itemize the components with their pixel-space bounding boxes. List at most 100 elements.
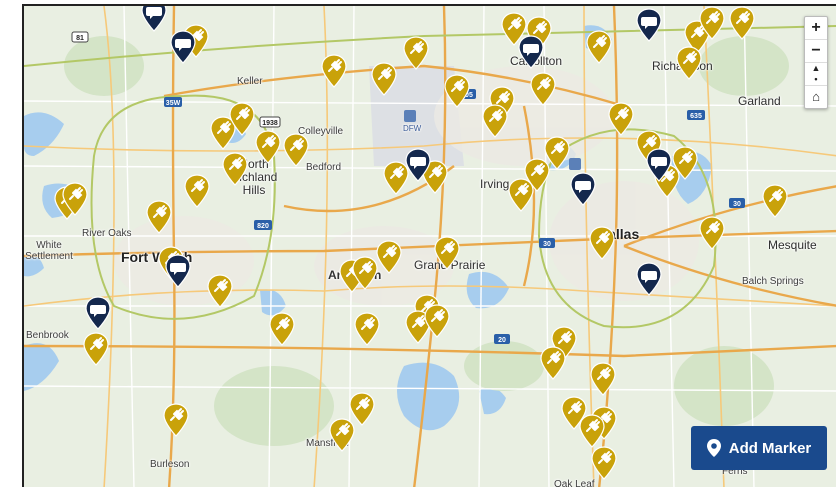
charger-marker[interactable] <box>210 116 236 150</box>
comment-marker[interactable] <box>646 148 672 182</box>
charger-marker[interactable] <box>699 6 725 40</box>
comment-marker[interactable] <box>170 30 196 64</box>
ev-plug-icon <box>434 236 460 270</box>
airport-icon <box>404 110 416 122</box>
ev-plug-icon <box>229 102 255 136</box>
city-garland: Garland <box>738 94 781 108</box>
ev-plug-icon <box>444 74 470 108</box>
lake <box>466 271 509 309</box>
ev-plug-icon <box>349 392 375 426</box>
charger-marker[interactable] <box>762 184 788 218</box>
ev-plug-icon <box>352 256 378 290</box>
charger-marker[interactable] <box>591 446 617 480</box>
airport-area <box>369 66 464 166</box>
charger-marker[interactable] <box>544 136 570 170</box>
shield-635: 635 <box>690 113 702 120</box>
charger-marker[interactable] <box>482 104 508 138</box>
shield-820: 820 <box>257 223 269 230</box>
speech-bubble-icon <box>85 296 111 330</box>
add-marker-button[interactable]: Add Marker <box>691 426 827 470</box>
charger-marker[interactable] <box>508 178 534 212</box>
charger-marker[interactable] <box>540 346 566 380</box>
charger-marker[interactable] <box>83 332 109 366</box>
comment-marker[interactable] <box>636 8 662 42</box>
ev-plug-icon <box>530 72 556 106</box>
charger-marker[interactable] <box>163 403 189 437</box>
home-icon[interactable]: ⌂ <box>812 89 820 104</box>
speech-bubble-icon <box>636 262 662 296</box>
charger-marker[interactable] <box>207 274 233 308</box>
charger-marker[interactable] <box>424 304 450 338</box>
charger-marker[interactable] <box>434 236 460 270</box>
ev-plug-icon <box>608 102 634 136</box>
charger-marker[interactable] <box>608 102 634 136</box>
zoom-in-button[interactable]: + <box>805 17 827 40</box>
charger-marker[interactable] <box>349 392 375 426</box>
charger-marker[interactable] <box>62 182 88 216</box>
ev-plug-icon <box>62 182 88 216</box>
charger-marker[interactable] <box>383 161 409 195</box>
charger-marker[interactable] <box>255 130 281 164</box>
city-colleyville: Colleyville <box>298 126 344 137</box>
charger-marker[interactable] <box>146 200 172 234</box>
ev-plug-icon <box>354 312 380 346</box>
charger-marker[interactable] <box>321 54 347 88</box>
charger-marker[interactable] <box>371 62 397 96</box>
charger-marker[interactable] <box>561 396 587 430</box>
map-pin-icon <box>706 439 721 457</box>
charger-marker[interactable] <box>590 362 616 396</box>
comment-marker[interactable] <box>570 172 596 206</box>
comment-marker[interactable] <box>636 262 662 296</box>
shield-81: 81 <box>76 35 84 42</box>
comment-marker[interactable] <box>518 35 544 69</box>
ev-plug-icon <box>255 130 281 164</box>
charger-marker[interactable] <box>589 226 615 260</box>
charger-marker[interactable] <box>530 72 556 106</box>
ev-plug-icon <box>83 332 109 366</box>
city-irving: Irving <box>480 177 510 191</box>
charger-marker[interactable] <box>229 102 255 136</box>
charger-marker[interactable] <box>376 240 402 274</box>
charger-marker[interactable] <box>579 414 605 448</box>
ev-plug-icon <box>676 46 702 80</box>
charger-marker[interactable] <box>586 30 612 64</box>
zoom-out-button[interactable]: − <box>805 40 827 63</box>
ev-plug-icon <box>586 30 612 64</box>
charger-marker[interactable] <box>354 312 380 346</box>
city-burleson: Burleson <box>150 459 190 470</box>
shield-605: 605 <box>461 92 473 99</box>
ev-plug-icon <box>684 20 710 54</box>
charger-marker[interactable] <box>672 146 698 180</box>
charger-marker[interactable] <box>403 36 429 70</box>
charger-marker[interactable] <box>676 46 702 80</box>
airport-icons <box>404 110 581 170</box>
charger-marker[interactable] <box>269 312 295 346</box>
comment-marker[interactable] <box>141 6 167 32</box>
charger-marker[interactable] <box>352 256 378 290</box>
charger-marker[interactable] <box>222 152 248 186</box>
comment-marker[interactable] <box>165 254 191 288</box>
charger-marker[interactable] <box>405 310 431 344</box>
charger-marker[interactable] <box>329 418 355 452</box>
ev-plug-icon <box>383 161 409 195</box>
charger-marker[interactable] <box>729 6 755 40</box>
charger-marker[interactable] <box>501 12 527 46</box>
charger-marker[interactable] <box>699 216 725 250</box>
city-keller: Keller <box>237 76 263 87</box>
map-canvas[interactable]: 81 35W 1938 605 820 30 20 635 30 Keller … <box>22 4 836 487</box>
shield-30: 30 <box>543 241 551 248</box>
charger-marker[interactable] <box>684 20 710 54</box>
ev-plug-icon <box>482 104 508 138</box>
speech-bubble-icon <box>141 6 167 32</box>
charger-marker[interactable] <box>283 133 309 167</box>
ev-plug-icon <box>283 133 309 167</box>
lake <box>24 112 64 156</box>
ev-plug-icon <box>579 414 605 448</box>
comment-marker[interactable] <box>85 296 111 330</box>
ev-plug-icon <box>405 310 431 344</box>
charger-marker[interactable] <box>444 74 470 108</box>
compass-icon[interactable]: ▲• <box>805 63 827 86</box>
charger-marker[interactable] <box>184 174 210 208</box>
charger-marker[interactable] <box>422 160 448 194</box>
comment-marker[interactable] <box>405 148 431 182</box>
